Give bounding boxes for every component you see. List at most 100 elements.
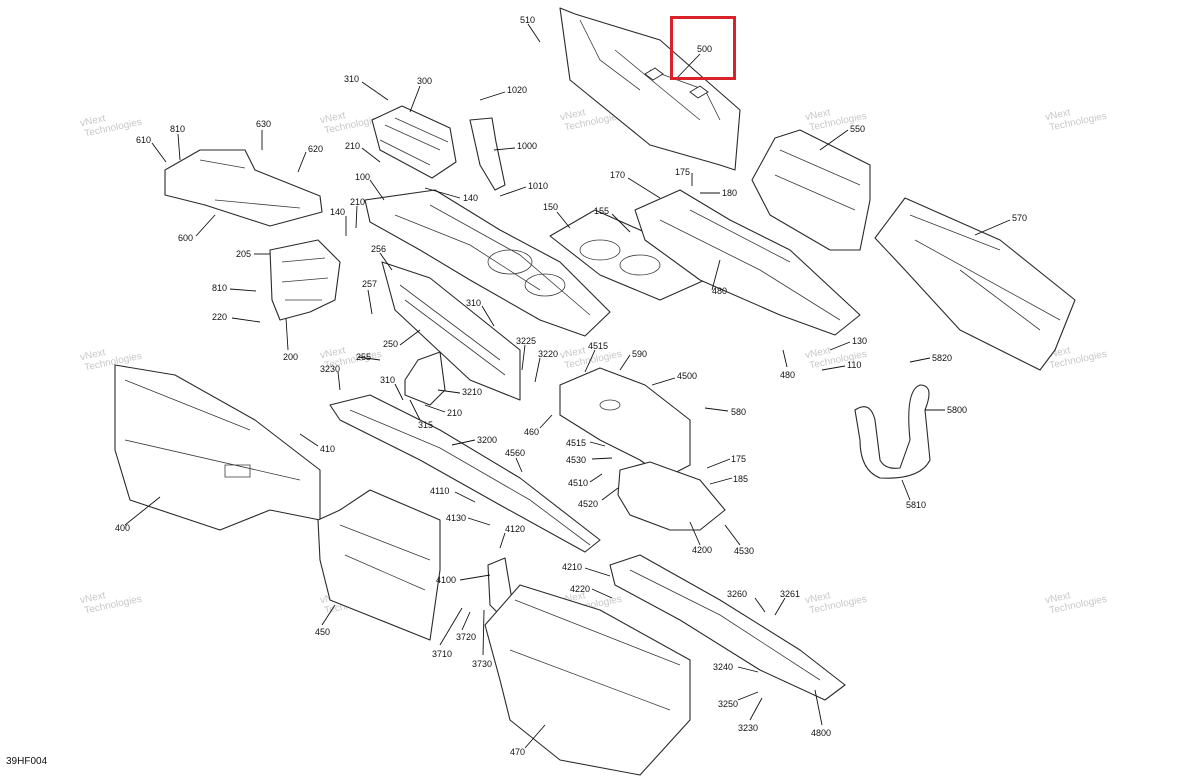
callout-810[interactable]: 810 [170,124,185,161]
callout-210[interactable]: 210 [345,141,381,163]
callout-4120[interactable]: 4120 [499,524,525,549]
callout-3230[interactable]: 3230 [738,697,763,733]
callout-3250[interactable]: 3250 [718,691,759,709]
callout-4220[interactable]: 4220 [570,584,613,599]
part-500-rear-panel [559,7,741,171]
callout-256[interactable]: 256 [371,244,393,271]
callout-257[interactable]: 257 [362,279,377,315]
callout-185[interactable]: 185 [709,474,748,485]
callout-3220[interactable]: 3220 [534,349,558,383]
callout-4530b[interactable]: 4530 [724,524,754,556]
callout-4100[interactable]: 4100 [436,574,491,585]
callout-510[interactable]: 510 [520,15,541,43]
callout-130[interactable]: 130 [829,336,867,351]
callout-layer: 510 500 310 300 1020 630 810 610 620 210… [115,15,1027,757]
callout-810b[interactable]: 810 [212,283,257,293]
callout-1000[interactable]: 1000 [493,141,537,151]
callout-610[interactable]: 610 [136,135,167,163]
highlight-box-500 [670,16,736,80]
callout-500[interactable]: 500 [674,44,712,81]
callout-480[interactable]: 480 [711,259,727,296]
callout-580[interactable]: 580 [704,407,746,417]
watermark-text: vNext [804,345,832,361]
callout-1010[interactable]: 1010 [499,181,548,197]
callout-140b[interactable]: 140 [330,207,347,236]
callout-3230-top[interactable]: 3230 [320,364,341,391]
callout-220[interactable]: 220 [212,312,261,323]
callout-4210[interactable]: 4210 [562,562,611,577]
callout-4110[interactable]: 4110 [430,486,476,503]
callout-600[interactable]: 600 [178,214,216,243]
callout-410[interactable]: 410 [299,433,335,454]
callout-110[interactable]: 110 [821,360,861,371]
callout-170[interactable]: 170 [610,170,661,199]
callout-630[interactable]: 630 [256,119,271,150]
svg-text:620: 620 [308,144,323,154]
svg-text:4530: 4530 [566,455,586,465]
callout-4530[interactable]: 4530 [566,455,613,465]
svg-text:4120: 4120 [505,524,525,534]
callout-4130[interactable]: 4130 [446,513,491,526]
svg-text:3200: 3200 [477,435,497,445]
svg-text:1020: 1020 [507,85,527,95]
callout-550[interactable]: 550 [819,124,865,151]
callout-310b[interactable]: 310 [466,298,495,327]
callout-100[interactable]: 100 [355,172,385,201]
svg-text:590: 590 [632,349,647,359]
callout-3710[interactable]: 3710 [432,607,463,659]
callout-5820[interactable]: 5820 [909,353,952,363]
svg-text:810: 810 [170,124,185,134]
callout-300[interactable]: 300 [409,76,432,113]
callout-590[interactable]: 590 [619,349,647,371]
callout-255[interactable]: 255 [356,352,381,362]
callout-310[interactable]: 310 [344,74,389,101]
callout-3210[interactable]: 3210 [437,387,482,397]
callout-210b[interactable]: 210 [350,197,365,229]
callout-150[interactable]: 150 [543,202,571,229]
callout-460[interactable]: 460 [524,414,553,437]
callout-620[interactable]: 620 [297,144,323,173]
part-470-side-panel [484,584,691,776]
callout-4510[interactable]: 4510 [568,473,603,488]
callout-4800[interactable]: 4800 [811,689,831,738]
callout-3261[interactable]: 3261 [774,589,800,616]
callout-4200[interactable]: 4200 [689,521,712,555]
callout-315[interactable]: 315 [409,399,433,430]
callout-450[interactable]: 450 [315,604,336,637]
callout-180[interactable]: 180 [700,188,737,198]
callout-4515[interactable]: 4515 [584,341,608,373]
callout-155[interactable]: 155 [594,206,631,233]
callout-3225[interactable]: 3225 [516,336,536,371]
svg-text:460: 460 [524,427,539,437]
callout-175b[interactable]: 175 [706,454,746,469]
callout-570[interactable]: 570 [974,213,1027,236]
svg-text:3240: 3240 [713,662,733,672]
callout-5810[interactable]: 5810 [901,479,926,510]
callout-4500[interactable]: 4500 [651,371,697,386]
callout-200[interactable]: 200 [283,317,298,362]
callout-3730[interactable]: 3730 [472,609,492,669]
callout-210c[interactable]: 210 [424,404,462,418]
callout-3720[interactable]: 3720 [456,611,476,642]
callout-3260[interactable]: 3260 [727,589,766,613]
callout-3240[interactable]: 3240 [713,662,759,673]
watermark-text: vNext [804,107,832,123]
callout-4515b[interactable]: 4515 [566,438,606,448]
callout-3200[interactable]: 3200 [451,435,497,446]
callout-400[interactable]: 400 [115,496,161,533]
callout-205[interactable]: 205 [236,249,270,259]
callout-1020[interactable]: 1020 [479,85,527,101]
callout-470[interactable]: 470 [510,724,546,757]
callout-175[interactable]: 175 [675,167,693,186]
callout-480b[interactable]: 480 [780,349,795,380]
callout-310c[interactable]: 310 [380,375,404,401]
watermark-text: vNext [559,107,587,123]
callout-4560[interactable]: 4560 [505,448,525,473]
svg-text:5820: 5820 [932,353,952,363]
callout-5800[interactable]: 5800 [925,405,967,415]
callout-140[interactable]: 140 [424,187,478,203]
callout-250[interactable]: 250 [383,329,421,349]
callout-4520[interactable]: 4520 [578,487,619,509]
